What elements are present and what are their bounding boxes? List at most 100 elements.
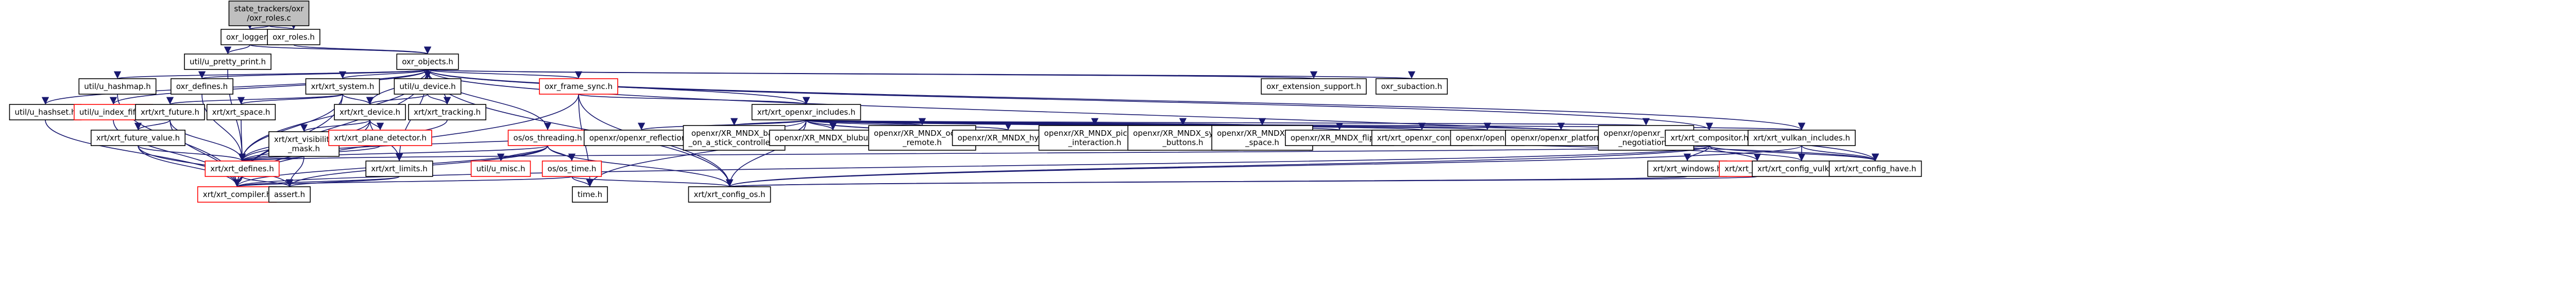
node-assert-h[interactable]: assert.h [268,186,311,203]
node-label: openxr/openxr.h [1456,133,1519,142]
node-oxr-roles-h[interactable]: oxr_roles.h [267,29,320,45]
node-box [1375,78,1448,95]
node-oxr-frame-sync[interactable]: oxr_frame_sync.h [539,78,618,95]
node-xrt-future[interactable]: xrt/xrt_future.h [135,104,205,120]
node-label: xrt/xrt_config_have.h [1835,164,1917,174]
edge-os-threading-to-xrt-config-os [547,145,734,187]
node-label: openxr/XR_MNDX_oculus [874,129,971,138]
node-box [197,186,277,203]
node-xrt-space[interactable]: xrt/xrt_space.h [206,104,276,120]
edge-xrt-openxr-includes-to-openxr-loader-negotiation [806,117,1648,126]
node-label: xrt/xrt_tracking.h [414,108,481,117]
edge-os-threading-to-xrt-defines [239,145,548,162]
node-xrt-future-value[interactable]: xrt/xrt_future_value.h [90,130,186,146]
edge-os-time-to-xrt-compiler [233,176,572,187]
node-label: util/u_hashmap.h [84,82,150,92]
edge-xrt-openxr-includes-to-ball-on-a-stick [731,118,807,126]
node-box [396,54,459,70]
edge-oxr-objects-to-xrt-vulkan-includes [427,69,1805,131]
node-label: xrt/xrt_limits.h [371,164,428,174]
node-xrt-plane-detector[interactable]: xrt/xrt_plane_detector.h [328,130,432,146]
node-xrt-tracking[interactable]: xrt/xrt_tracking.h [408,104,486,120]
node-box [1828,161,1922,177]
edge-xrt-compositor-to-xrt-handles [1709,145,1761,162]
edge-oxr-objects-to-xrt-compositor [427,69,1713,131]
node-os-threading[interactable]: os/os_threading.h [507,130,588,146]
node-label: _mask.h [287,144,320,154]
node-xrt-compositor[interactable]: xrt/xrt_compositor.h [1665,130,1754,146]
node-box [78,78,157,95]
node-label: openxr/XR_MNDX_ball [691,129,777,138]
edge-os-threading-to-u-misc [497,145,548,162]
edge-xrt-device-to-xrt-visibility-mask [300,119,370,132]
node-label: xrt/xrt_config_vulkan.h [1757,164,1846,174]
node-label: _negotiation.h [1618,138,1673,148]
edge-u-device-to-xrt-device [366,94,428,105]
node-label: _space.h [1245,138,1279,148]
edge-oxr-objects-to-oxr-frame-sync [427,69,582,79]
edge-xrt-limits-to-assert-h [286,176,400,187]
edge-xrt-system-to-xrt-space [238,94,343,105]
node-openxr-reflection[interactable]: openxr/openxr_reflection.h [583,130,700,146]
node-u-hashset[interactable]: util/u_hashset.h [9,104,82,120]
node-label: util/u_index_fifo.h [79,108,147,117]
node-label: xrt/xrt_defines.h [210,164,274,174]
node-oxr-objects[interactable]: oxr_objects.h [396,54,459,70]
node-time-h[interactable]: time.h [572,186,608,203]
node-label: util/u_pretty_print.h [190,57,266,67]
node-label: openxr/XR_MNDX_blubur_s1.h [775,133,892,143]
node-label: xrt/xrt_visibility [274,135,334,145]
node-box [688,186,771,203]
node-xrt-windows[interactable]: xrt/xrt_windows.h [1647,161,1727,177]
node-xrt-openxr-includes[interactable]: xrt/xrt_openxr_includes.h [751,104,861,120]
node-box [539,78,618,95]
node-oxr-extension-support[interactable]: oxr_extension_support.h [1261,78,1367,95]
node-label: util/u_device.h [399,82,455,92]
node-oxr-subaction[interactable]: oxr_subaction.h [1375,78,1448,95]
edge-xrt-compositor-to-xrt-config-have [1709,145,1879,162]
node-oxr-defines[interactable]: oxr_defines.h [171,78,233,95]
edge-oxr-roles-h-to-oxr-objects [293,44,431,55]
edge-oxr-objects-to-u-index-fifo [110,69,428,105]
node-label: os/os_time.h [548,164,597,174]
edge-xrt-future-value-to-xrt-compiler [138,145,241,187]
node-box [408,104,486,120]
edge-xrt-compositor-to-xrt-compiler [233,145,1710,187]
node-u-pretty-print[interactable]: util/u_pretty_print.h [184,54,272,70]
node-xrt-compiler[interactable]: xrt/xrt_compiler.h [197,186,277,203]
file-nodes: state_trackers/oxr/oxr_roles.coxr_logger… [9,1,1922,203]
edge-root-to-oxr-logger [246,22,269,30]
node-xrt-limits[interactable]: xrt/xrt_limits.h [365,161,433,177]
node-root[interactable]: state_trackers/oxr/oxr_roles.c [228,1,310,26]
node-box [268,186,311,203]
node-u-misc[interactable]: util/u_misc.h [470,161,531,177]
node-label: xrt/xrt_space.h [212,108,270,117]
node-u-hashmap[interactable]: util/u_hashmap.h [78,78,157,95]
node-os-time[interactable]: os/os_time.h [541,161,602,177]
node-xrt-defines[interactable]: xrt/xrt_defines.h [205,161,280,177]
node-label: openxr/XR_MNDX_system [1133,129,1232,138]
node-box [470,161,531,177]
edge-xrt-future-to-xrt-future-value [134,119,171,131]
node-label: xrt/xrt_compositor.h [1670,133,1748,143]
node-xrt-config-os[interactable]: xrt/xrt_config_os.h [688,186,771,203]
node-xrt-device[interactable]: xrt/xrt_device.h [334,104,406,120]
node-xrt-vulkan-includes[interactable]: xrt/xrt_vulkan_includes.h [1748,130,1856,146]
edge-oxr-objects-to-oxr-defines [198,69,428,79]
node-label: os/os_threading.h [513,133,582,143]
node-box [751,104,861,120]
edge-xrt-openxr-includes-to-hydra [806,119,1012,131]
node-box [541,161,602,177]
node-label: xrt/xrt_windows.h [1653,164,1721,174]
node-box [305,78,380,95]
node-xrt-config-have[interactable]: xrt/xrt_config_have.h [1828,161,1922,177]
node-xrt-visibility-mask[interactable]: xrt/xrt_visibility_mask.h [268,131,340,157]
node-xrt-system[interactable]: xrt/xrt_system.h [305,78,380,95]
node-label: openxr/openxr_platform.h [1511,133,1612,143]
node-box [268,131,340,157]
node-u-device[interactable]: util/u_device.h [394,78,462,95]
node-label: xrt/xrt_future_value.h [96,133,180,143]
node-box [507,130,588,146]
edge-root-to-oxr-roles-h [268,22,298,30]
